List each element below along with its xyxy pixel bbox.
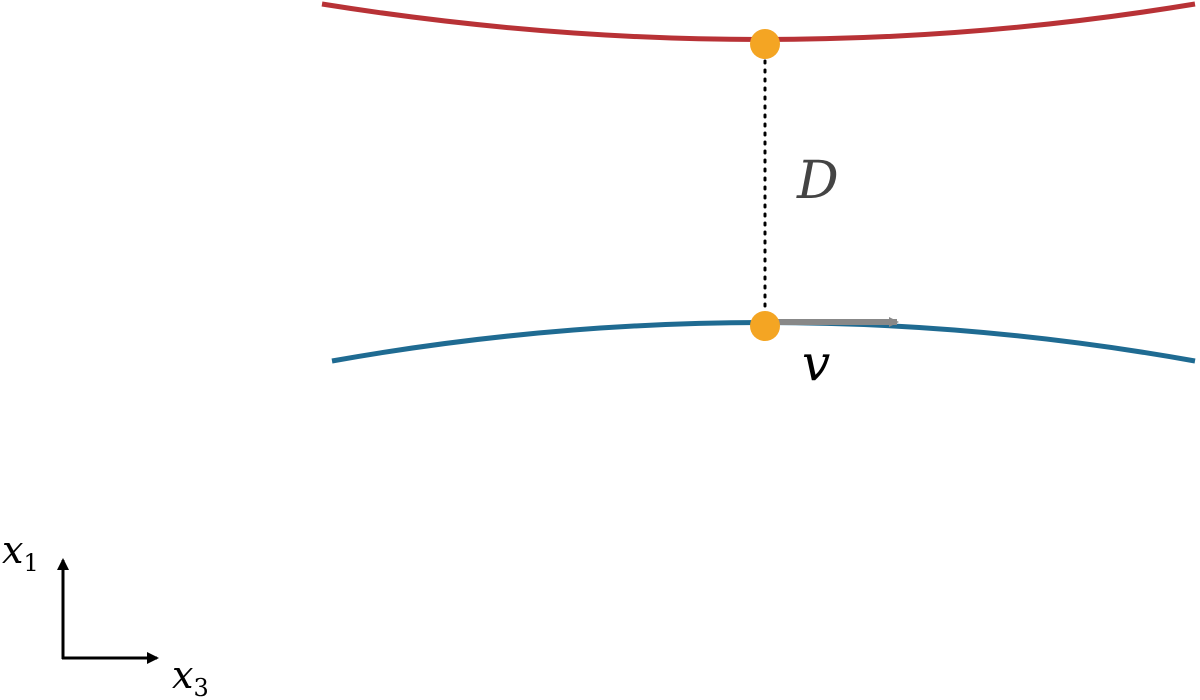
lower-point — [750, 311, 780, 341]
velocity-label: v — [802, 334, 830, 392]
axis-vertical-subscript: 1 — [23, 549, 38, 577]
distance-label: D — [796, 151, 839, 211]
axis-vertical-label: x1 — [2, 528, 39, 577]
axis-horizontal-label: x3 — [172, 653, 209, 700]
upper-point — [750, 29, 780, 59]
axis-horizontal-subscript: 3 — [193, 674, 208, 700]
